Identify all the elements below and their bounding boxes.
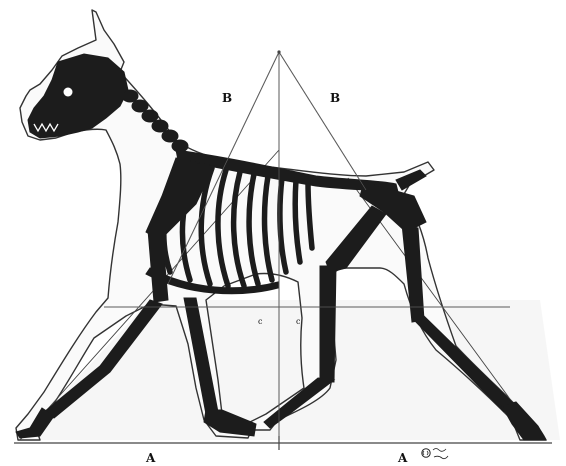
label-b-right: B bbox=[330, 91, 340, 105]
label-b-left: B bbox=[222, 91, 232, 105]
label-c-left: c bbox=[258, 317, 263, 326]
triangle-apex bbox=[277, 50, 280, 53]
eye-socket bbox=[64, 88, 73, 97]
label-a-right: A bbox=[397, 451, 408, 465]
artist-signature bbox=[422, 449, 448, 459]
label-a-left: A bbox=[145, 451, 156, 465]
label-c-right: c bbox=[296, 317, 301, 326]
hind-leg-forward bbox=[320, 266, 336, 382]
